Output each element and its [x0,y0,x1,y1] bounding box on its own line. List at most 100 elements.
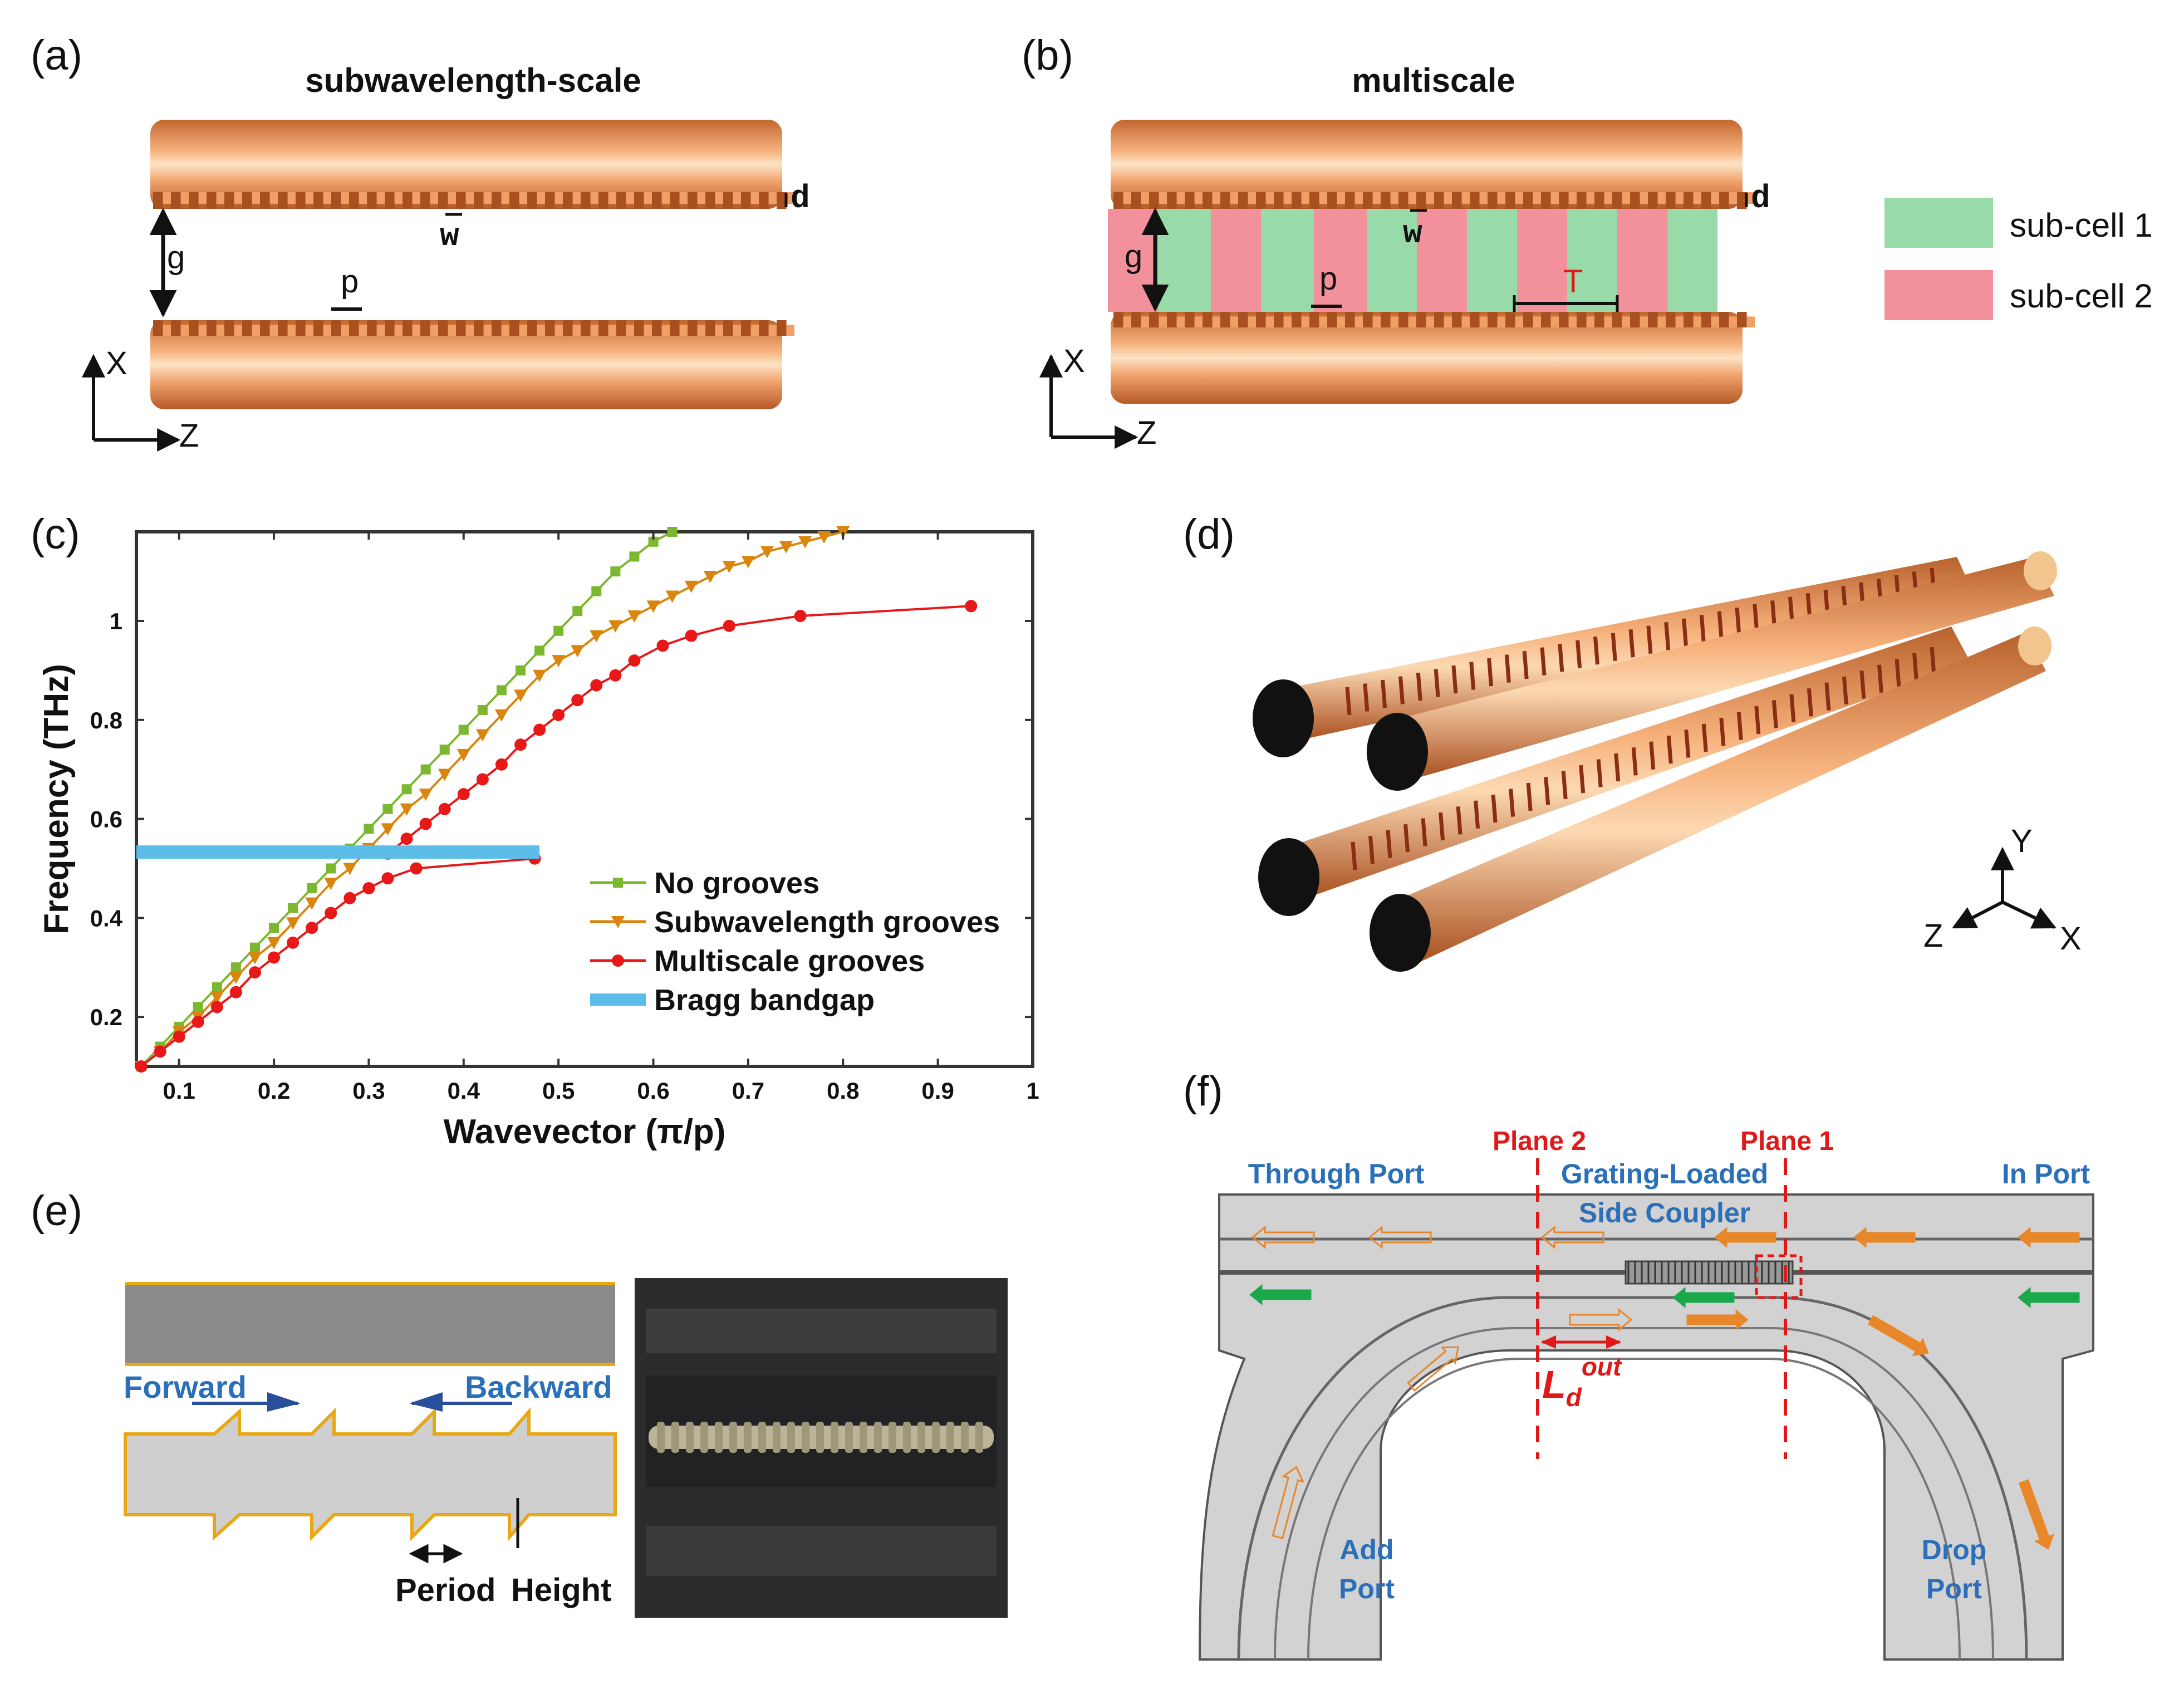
groove-tooth [572,325,581,336]
y-axis-label: Y [2011,823,2033,859]
groove [759,192,769,209]
groove-tooth [1729,316,1737,327]
data-point [723,619,735,632]
groove [1256,192,1266,209]
rod-groove [1504,654,1511,683]
groove-tooth [1693,316,1701,327]
groove [207,192,217,209]
groove-tooth [1372,316,1381,327]
groove-tooth [1550,192,1559,204]
rod-groove [1526,782,1533,811]
y-tick-label: 1 [110,608,122,634]
x-axis-label: X [2060,921,2082,957]
axis-triad: Y Z X [1923,823,2082,957]
rod-end-cap [1258,838,1319,916]
groove [1630,192,1640,209]
groove-tooth [1159,316,1167,327]
rod-groove [1451,665,1458,694]
panel-f: (f) Plane 2 Plane 1 Through Port Grating… [1183,1068,2094,1661]
groove-tooth [323,192,331,204]
groove-tooth [483,192,492,204]
groove [260,320,270,336]
groove-tooth [1265,192,1274,204]
groove-tooth [198,192,207,204]
groove [634,320,644,336]
groove [420,320,430,336]
groove [1203,312,1213,327]
groove [723,192,733,209]
photo-ridge [729,1422,737,1453]
legend-item: Bragg bandgap [590,983,875,1017]
data-point [553,625,564,636]
rod-groove [1561,771,1568,800]
groove-tooth [1497,192,1505,204]
groove-tooth [1283,192,1292,204]
groove-tooth [465,325,474,336]
data-point [438,802,451,815]
groove [278,320,288,336]
groove [616,192,626,209]
groove [278,192,288,209]
groove [1398,312,1408,327]
groove-tooth [1479,192,1488,204]
data-point [496,685,507,696]
photo-ridge [860,1422,867,1453]
groove-tooth [1283,316,1292,327]
data-point [343,892,356,904]
x-tick-label: 0.2 [258,1078,290,1104]
data-point [286,917,300,930]
groove-tooth [1479,316,1488,327]
groove [616,320,626,336]
photo-ridge [657,1422,665,1453]
data-point [419,789,433,801]
data-point [173,1030,185,1043]
data-point [552,708,565,721]
drop-port-label-line2: Port [1926,1573,1982,1604]
groove-tooth [180,192,189,204]
groove-tooth [537,325,545,336]
T-label: T [1563,263,1583,300]
rod-lower-back [1258,626,1971,916]
data-point [494,709,508,722]
groove-tooth [305,192,313,204]
groove-tooth [519,192,527,204]
groove-tooth [626,192,634,204]
groove [438,192,448,209]
groove-tooth [768,325,777,336]
groove [1327,192,1337,209]
plot-frame [135,530,1034,1068]
data-point [343,863,357,875]
groove-tooth [252,325,260,336]
flow-arrow-shape [1867,1315,1929,1357]
groove [581,320,591,336]
d-label: d [791,181,810,217]
bottom-cylinder [1111,312,1743,404]
flow-arrow-shape [1540,1225,1604,1250]
groove-tooth [1444,316,1452,327]
groove [1648,192,1658,209]
drop-port-label-line1: Drop [1922,1534,1987,1565]
groove [1666,192,1676,209]
groove [313,320,323,336]
ld-main: L [1542,1363,1566,1406]
data-point [420,764,431,775]
x-axis-arrow [2001,900,2057,929]
flow-arrow-in [2018,1226,2080,1249]
rod-groove [1579,765,1586,794]
rod-groove [1753,604,1759,633]
groove-tooth [1230,192,1238,204]
groove-tooth [786,325,794,336]
groove-tooth [1354,192,1363,204]
groove-tooth [1319,316,1327,327]
groove-tooth [644,192,652,204]
legend-marker [611,916,625,928]
groove-tooth [394,192,403,204]
groove-tooth [1675,316,1684,327]
groove [296,192,306,209]
rod-groove [1877,664,1883,693]
rod-grooves [1351,647,1936,870]
data-point [665,590,679,603]
gap-label: g [167,239,185,276]
legend-label: No grooves [654,867,819,900]
groove [1131,192,1141,209]
